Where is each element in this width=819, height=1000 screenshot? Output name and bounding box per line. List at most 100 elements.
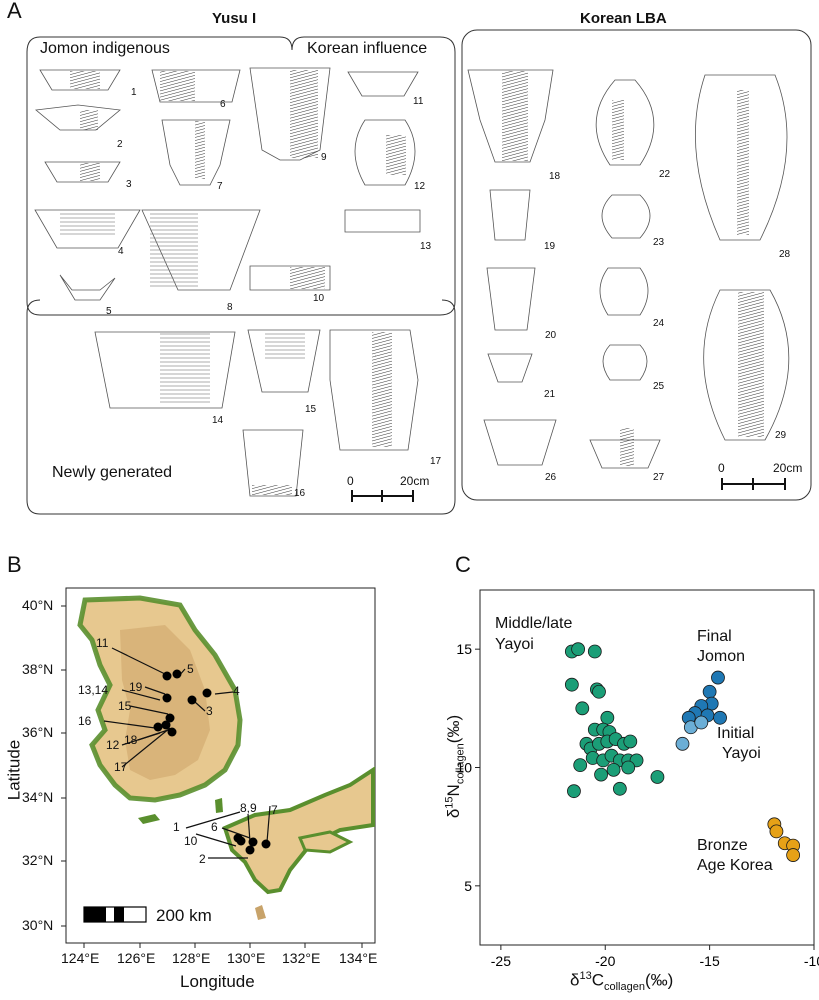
panel-a-drawing [26,29,812,515]
x-tick-label: -10 [804,953,819,969]
pot-number: 7 [217,181,223,192]
scatter-point [694,715,709,730]
scatter-x-axis-title: δ13Ccollagen(‰) [570,970,674,994]
pot-number: 26 [545,472,557,483]
scatter-point [606,762,621,777]
pot-number: 4 [118,246,124,257]
pot-number: 5 [106,306,112,317]
scatter-point [571,642,586,657]
panel-c-letter: C [455,552,471,577]
pot-number: 25 [653,381,665,392]
site-label: 13,14 [78,683,109,697]
map-y-tick: 36°N [22,724,54,740]
pot-number: 16 [294,488,306,499]
newly-generated-frame [26,299,456,515]
site-label: 19 [129,680,143,694]
map-scale-label: 200 km [156,906,212,925]
scatter-point [567,784,581,799]
pot-21 [487,353,533,383]
jeju-island [138,814,160,824]
y-tick-label: 15 [456,641,472,657]
map-panel [61,587,376,948]
korean-influence-label: Korean influence [307,40,428,57]
pot-19 [489,189,531,241]
pot-number: 29 [775,430,787,441]
pot-number: 3 [126,179,132,190]
site-label: 6 [211,820,218,834]
scatter-point [650,770,665,784]
scatter-point [713,710,727,725]
pot-16 [242,429,304,497]
pot-number: 10 [313,293,325,304]
pot-11 [347,71,419,97]
site-label: 1 [173,820,180,834]
pot-23 [601,194,651,239]
scatter-point [623,734,638,749]
map-x-axis-title: Longitude [180,972,255,991]
pot-number: 28 [779,249,791,260]
map-x-tick: 130°E [227,950,266,966]
scatter-point [575,701,590,716]
y-tick-label: 5 [464,878,472,894]
pot-number: 13 [420,241,432,252]
x-tick-label: -20 [595,953,615,969]
pot-number: 17 [430,456,442,467]
pot-number: 8 [227,302,233,313]
panel-a-letter: A [7,0,22,23]
site-label: 12 [106,738,120,752]
site-label: 17 [114,760,128,774]
x-tick-label: -25 [491,953,511,969]
site-label: 8,9 [240,801,257,815]
pot-13 [344,209,421,233]
pot-number: 24 [653,318,665,329]
pot-number: 22 [659,169,671,180]
pot-number: 27 [653,472,665,483]
pot-20 [486,267,536,331]
site-label: 10 [184,834,198,848]
jomon-indigenous-label: Jomon indigenous [40,40,170,57]
map-y-tick: 32°N [22,852,54,868]
yusu-scale-bar [351,490,414,502]
map-y-tick: 30°N [22,917,54,933]
y-tick-label: 10 [456,760,472,776]
site-label: 16 [78,714,92,728]
scatter-point [702,684,717,699]
label-initial-yayoi-2: Yayoi [722,745,761,762]
site-label: 11 [96,636,109,650]
scatter-point [594,767,608,782]
pot-number: 21 [544,389,556,400]
label-bronze-age-korea-1: Bronze [697,837,748,854]
newly-generated-label: Newly generated [52,464,173,481]
pot-number: 6 [220,99,226,110]
korean-scale-length: 20cm [773,461,803,475]
pot-25 [602,344,648,381]
site-label: 15 [118,699,132,713]
pot-number: 15 [305,404,317,415]
map-y-tick: 38°N [22,661,54,677]
map-y-tick: 40°N [22,597,54,613]
pot-number: 19 [544,241,556,252]
pot-number: 9 [321,152,327,163]
scatter-point [564,677,579,692]
yusu-title: Yusu I [212,10,257,27]
scatter-point [600,710,615,725]
map-x-tick: 134°E [339,950,378,966]
scatter-point [621,760,636,775]
label-final-jomon-1: Final [697,628,732,645]
korean-lba-title: Korean LBA [580,10,667,27]
label-middle-late-yayoi-2: Yayoi [495,636,534,653]
panel-b-letter: B [7,552,22,577]
label-initial-yayoi-1: Initial [717,725,755,742]
korean-scale-zero: 0 [718,461,725,475]
pot-number: 1 [131,87,137,98]
pot-number: 20 [545,330,557,341]
pot-24 [599,267,649,316]
site-label: 5 [187,662,194,676]
scatter-point [769,824,784,839]
pot-26 [483,419,557,466]
label-bronze-age-korea-2: Age Korea [697,857,773,874]
pot-5 [59,274,116,301]
shikoku [297,830,354,854]
site-label: 2 [199,852,206,866]
